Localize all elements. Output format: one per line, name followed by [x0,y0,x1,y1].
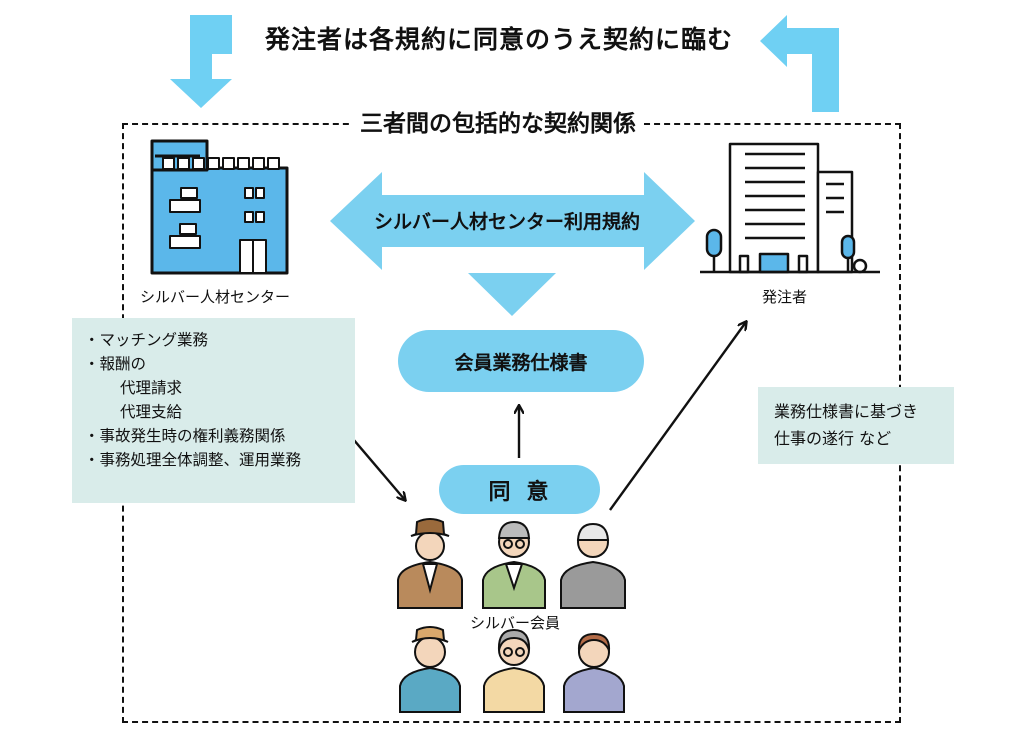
office-building-icon [700,142,880,274]
duty-item: ・事故発生時の権利義務関係 [84,427,286,445]
members-label: シルバー会員 [470,614,561,632]
duty-subitem: 代理支給 [120,403,183,421]
member-avatar-4 [399,626,461,713]
client-duty-line: 仕事の遂行 など [774,429,892,448]
center-label: シルバー人材センター [140,288,291,306]
member-avatar-2 [482,520,546,609]
consent-label: 同意 [488,479,565,505]
duty-item: ・報酬の [84,355,147,373]
down-triangle [468,273,556,316]
consent-pill: 同意 [439,465,600,514]
client-duty-line: 業務仕様書に基づき [774,402,919,421]
duty-subitem: 代理請求 [120,379,183,397]
member-avatar-1 [397,518,463,609]
member-avatar-3 [560,522,626,609]
spec-pill: 会員業務仕様書 [398,330,644,392]
bent-arrow-right [760,15,839,112]
duty-item: ・マッチング業務 [84,331,209,349]
center-duties-panel: ・マッチング業務 ・報酬の 代理請求 代理支給 ・事故発生時の権利義務関係 ・事… [72,318,355,503]
client-label: 発注者 [762,288,808,306]
building-icon [150,139,289,275]
double-arrow [330,172,695,270]
agreement-heading: 発注者は各規約に同意のうえ契約に臨む [265,25,734,54]
frame-title: 三者間の包括的な契約関係 [352,104,644,138]
member-avatar-5 [483,628,545,713]
duty-item: ・事務処理全体調整、運用業務 [84,451,302,469]
bent-arrow-left [170,15,232,108]
members-to-client-arrow [609,322,746,511]
client-duties-panel: 業務仕様書に基づき 仕事の遂行 など [758,387,954,464]
member-avatar-6 [563,632,625,713]
rules-label: シルバー人材センター利用規約 [373,211,640,233]
spec-label: 会員業務仕様書 [454,351,588,374]
